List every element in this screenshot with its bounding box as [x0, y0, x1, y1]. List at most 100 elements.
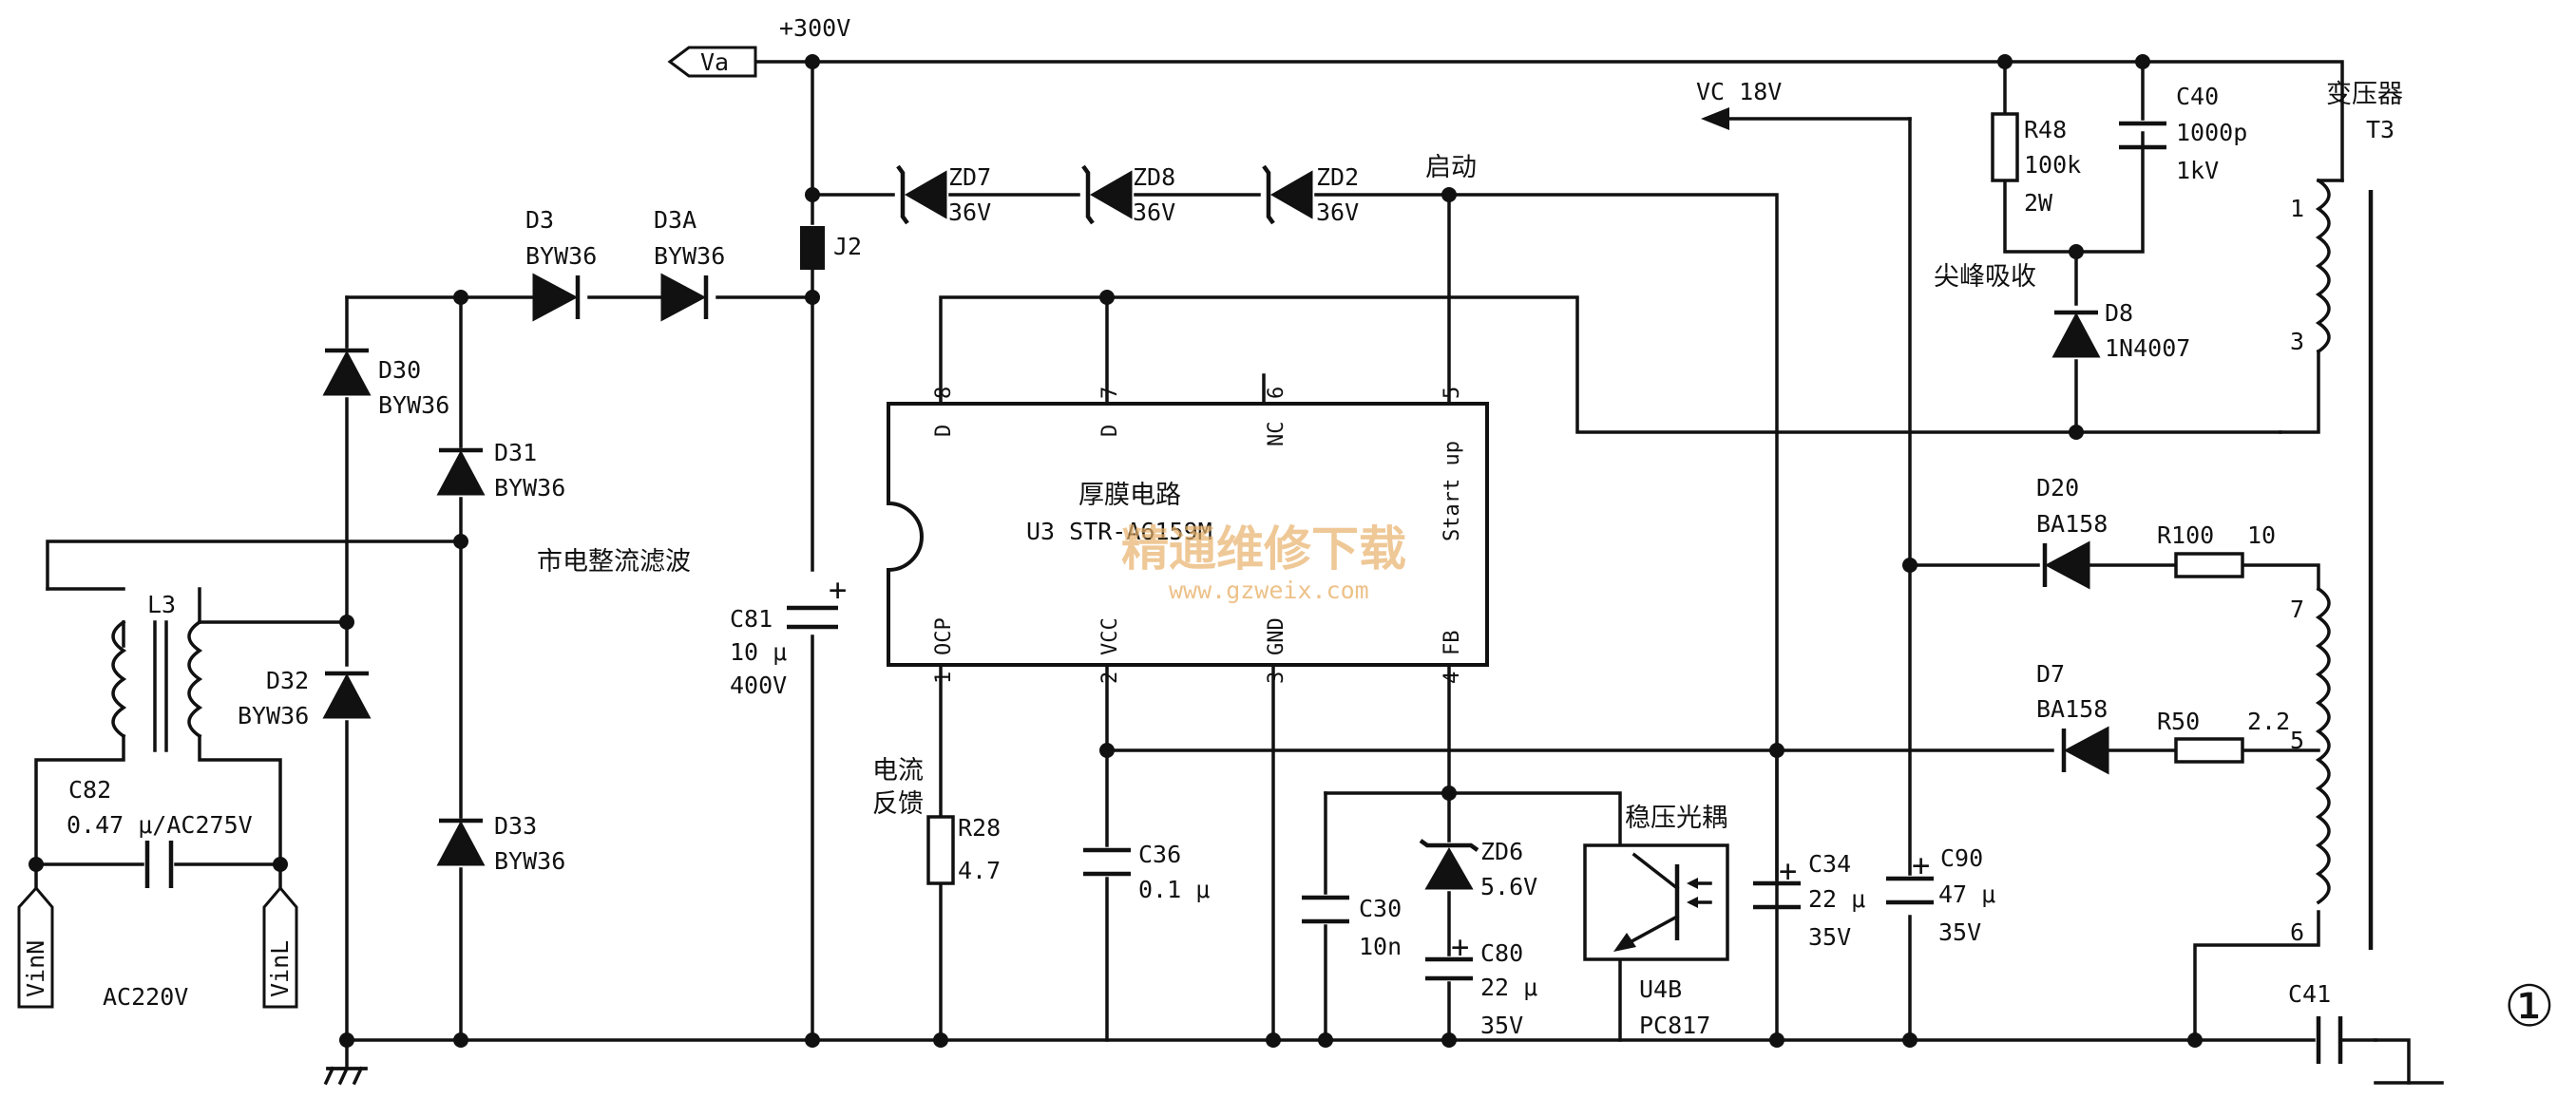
l3-ref: L3 [147, 591, 176, 618]
d3a-ref: D3A [654, 206, 696, 234]
diode-d3a [660, 273, 709, 322]
c90-val1: 47 μ [1938, 880, 1995, 908]
svg-text:7: 7 [1098, 387, 1122, 399]
c40-val2: 1kV [2176, 157, 2219, 184]
zd6-ref: ZD6 [1480, 838, 1523, 865]
diode-d31 [436, 447, 486, 496]
zener-zd7 [896, 164, 947, 225]
capacitor-c40 [2119, 121, 2166, 150]
r48-ref: R48 [2024, 116, 2067, 143]
capacitor-c81: + [787, 572, 847, 630]
inductor-l3 [111, 619, 203, 752]
capacitor-c36 [1083, 847, 1131, 877]
zd8-ref: ZD8 [1133, 163, 1175, 191]
svg-text:1: 1 [932, 672, 956, 684]
svg-text:FB: FB [1441, 631, 1464, 656]
svg-text:VCC: VCC [1098, 617, 1122, 655]
zener-zd8 [1081, 164, 1133, 225]
capacitor-c41 [2316, 1016, 2377, 1064]
zd7-ref: ZD7 [948, 163, 991, 191]
j2-ref: J2 [833, 233, 862, 260]
figure-number: ① [2504, 974, 2555, 1040]
t3-pin-1: 1 [2290, 195, 2304, 222]
diode-d20 [2042, 540, 2090, 590]
t3-pin-7: 7 [2290, 596, 2304, 623]
d20-ref: D20 [2036, 474, 2079, 502]
svg-text:+: + [1912, 847, 1930, 883]
inductor-j2 [800, 226, 825, 270]
c82-val: 0.47 μ/AC275V [67, 811, 253, 839]
svg-text:2: 2 [1098, 672, 1122, 684]
t3-pin-3: 3 [2290, 328, 2304, 355]
u4b-ref: U4B [1639, 975, 1682, 1003]
svg-text:VinL: VinL [266, 940, 294, 997]
c36-ref: C36 [1138, 841, 1181, 868]
c40-ref: C40 [2176, 83, 2219, 110]
ic-u3 [887, 402, 1489, 667]
d20-val: BA158 [2036, 510, 2108, 538]
r100-val: 10 [2247, 521, 2276, 549]
svg-text:6: 6 [1265, 387, 1288, 399]
svg-text:3: 3 [1265, 672, 1288, 684]
svg-text:NC: NC [1265, 422, 1288, 447]
svg-text:VinN: VinN [22, 940, 49, 997]
label-transformer: 变压器 [2326, 80, 2403, 109]
c90-ref: C90 [1940, 844, 1983, 872]
c30-val: 10n [1359, 933, 1402, 960]
zd2-ref: ZD2 [1316, 163, 1359, 191]
diode-d30 [322, 348, 372, 396]
d3-val: BYW36 [525, 242, 597, 270]
c34-ref: C34 [1808, 850, 1851, 878]
label-current-fb-1: 电流 [872, 756, 924, 786]
capacitor-c90: + [1886, 847, 1934, 905]
capacitor-c82 [144, 841, 174, 888]
t3-pin-5: 5 [2290, 727, 2304, 754]
r28-val: 4.7 [958, 857, 1001, 884]
u4b-val: PC817 [1639, 1012, 1710, 1039]
r50-ref: R50 [2157, 708, 2200, 735]
capacitor-c34: + [1753, 748, 1801, 910]
label-ac220v: AC220V [103, 983, 188, 1011]
vinl-tag: VinL [262, 862, 298, 1009]
svg-text:+: + [1779, 853, 1797, 889]
d30-ref: D30 [378, 356, 421, 384]
resistor-r48 [1991, 112, 2019, 182]
c81-val1: 10 μ [730, 638, 787, 666]
optocoupler-u4b [1583, 843, 1729, 961]
c80-val2: 35V [1480, 1012, 1523, 1039]
svg-text:OCP: OCP [932, 617, 956, 655]
resistor-r100 [2174, 552, 2244, 578]
r48-val2: 2W [2024, 189, 2053, 217]
ground-icon [323, 1066, 368, 1086]
c82-ref: C82 [68, 776, 111, 804]
label-start: 启动 [1425, 153, 1477, 182]
c81-val2: 400V [730, 672, 787, 699]
label-t3: T3 [2366, 116, 2395, 143]
c80-ref: C80 [1480, 939, 1523, 967]
r100-ref: R100 [2157, 521, 2214, 549]
c90-val2: 35V [1938, 918, 1981, 946]
diode-d3 [532, 273, 581, 322]
resistor-r50 [2174, 737, 2244, 764]
c36-val: 0.1 μ [1138, 876, 1210, 903]
d32-val: BYW36 [238, 702, 309, 729]
zener-zd2 [1262, 164, 1313, 225]
label-300v: +300V [779, 14, 850, 42]
ic-name: U3 STR-A6159M [1026, 518, 1212, 545]
diode-d32 [322, 671, 372, 719]
junction-dots [29, 54, 2203, 1048]
c81-ref: C81 [730, 605, 773, 633]
d33-val: BYW36 [494, 847, 565, 875]
d30-val: BYW36 [378, 391, 449, 419]
transformer-t3 [2315, 178, 2374, 950]
c40-val1: 1000p [2176, 119, 2247, 146]
label-opto: 稳压光耦 [1625, 804, 1727, 833]
r28-ref: R28 [958, 814, 1001, 842]
r50-val: 2.2 [2247, 708, 2290, 735]
svg-text:D: D [932, 425, 956, 437]
d31-ref: D31 [494, 439, 537, 466]
svg-text:4: 4 [1441, 672, 1464, 684]
label-current-fb-2: 反馈 [872, 789, 924, 819]
diode-d33 [436, 818, 486, 866]
ic-name-cn: 厚膜电路 [1078, 481, 1181, 510]
